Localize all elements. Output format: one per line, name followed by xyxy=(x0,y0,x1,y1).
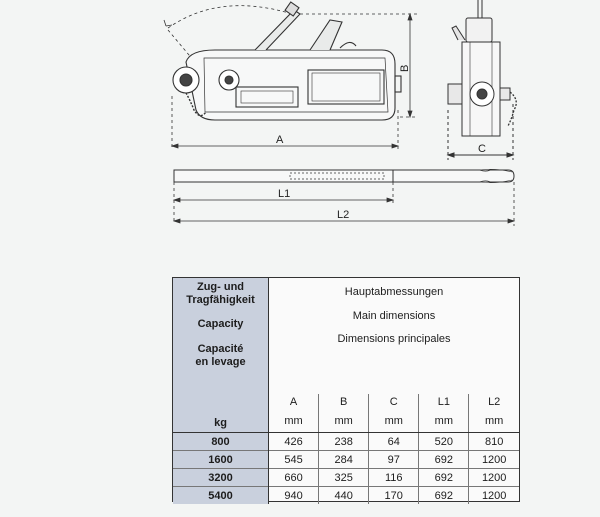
dimension-l1 xyxy=(172,182,395,224)
cell-l1: 692 xyxy=(418,450,469,469)
column-header-c: C xyxy=(368,394,419,414)
hoist-end-view xyxy=(446,0,517,160)
cell-l2: 810 xyxy=(468,432,519,451)
capacity-header-fr-1: Capacité xyxy=(197,342,244,355)
main-dimensions-en: Main dimensions xyxy=(352,309,436,322)
column-header-b: B xyxy=(318,394,369,414)
dimension-l1-label: L1 xyxy=(278,188,290,200)
cell-c: 64 xyxy=(368,432,419,451)
table-row: 800 426 238 64 520 810 xyxy=(173,432,519,451)
cell-l2: 1200 xyxy=(468,486,519,505)
dimension-l2 xyxy=(172,182,516,226)
cell-l1: 692 xyxy=(418,468,469,487)
unit-a: mm xyxy=(267,413,319,434)
cell-l2: 1200 xyxy=(468,450,519,469)
dimension-a-label: A xyxy=(276,134,284,146)
cell-b: 238 xyxy=(318,432,369,451)
capacity-header-en: Capacity xyxy=(197,318,244,331)
unit-l2: mm xyxy=(468,413,519,434)
table-row: 5400 940 440 170 692 1200 xyxy=(173,486,519,505)
cell-a: 940 xyxy=(268,486,319,505)
cell-a: 545 xyxy=(268,450,319,469)
capacity-header-fr-2: en levage xyxy=(195,355,246,368)
hoist-side-view xyxy=(163,1,402,121)
cell-l1: 520 xyxy=(418,432,469,451)
cell-b: 325 xyxy=(318,468,369,487)
unit-b: mm xyxy=(318,413,369,434)
cell-b: 284 xyxy=(318,450,369,469)
column-header-a: A xyxy=(289,396,298,408)
cell-b: 440 xyxy=(318,486,369,505)
unit-c: mm xyxy=(368,413,419,434)
dimensions-table: Zug- und Tragfähigkeit Capacity Capacité… xyxy=(172,277,520,505)
technical-drawing: A B C L1 xyxy=(163,0,517,226)
cell-a: 660 xyxy=(268,468,319,487)
table-row: 3200 660 325 116 692 1200 xyxy=(173,468,519,487)
main-dimensions-de: Hauptabmessungen xyxy=(344,286,444,298)
row-capacity: 3200 xyxy=(173,468,269,487)
cell-c: 97 xyxy=(368,450,419,469)
capacity-header-de-1: Zug- und xyxy=(196,281,245,293)
column-header-l2: L2 xyxy=(468,394,519,414)
cell-c: 116 xyxy=(368,468,419,487)
main-dimensions-fr: Dimensions principales xyxy=(337,333,451,346)
main-dimensions-header: Hauptabmessungen Main dimensions Dimensi… xyxy=(269,278,520,394)
dimension-a xyxy=(170,96,400,150)
dimension-b xyxy=(300,12,418,119)
cell-l2: 1200 xyxy=(468,468,519,487)
row-capacity: 5400 xyxy=(173,486,269,505)
cell-l1: 692 xyxy=(418,486,469,505)
dimension-c-label: C xyxy=(478,143,486,155)
unit-l1: mm xyxy=(418,413,469,434)
dimension-b-label: B xyxy=(399,65,411,72)
cell-a: 426 xyxy=(268,432,319,451)
table-row: 1600 545 284 97 692 1200 xyxy=(173,450,519,469)
column-header-l1: L1 xyxy=(418,394,469,414)
dimension-l2-label: L2 xyxy=(337,209,349,221)
capacity-header-de-2: Tragfähigkeit xyxy=(186,293,255,306)
row-capacity: 800 xyxy=(173,432,269,451)
capacity-header: Zug- und Tragfähigkeit Capacity Capacité… xyxy=(173,278,269,414)
lever-tube xyxy=(173,169,515,183)
row-capacity: 1600 xyxy=(173,450,269,469)
capacity-unit: kg xyxy=(173,413,269,434)
cell-c: 170 xyxy=(368,486,419,505)
